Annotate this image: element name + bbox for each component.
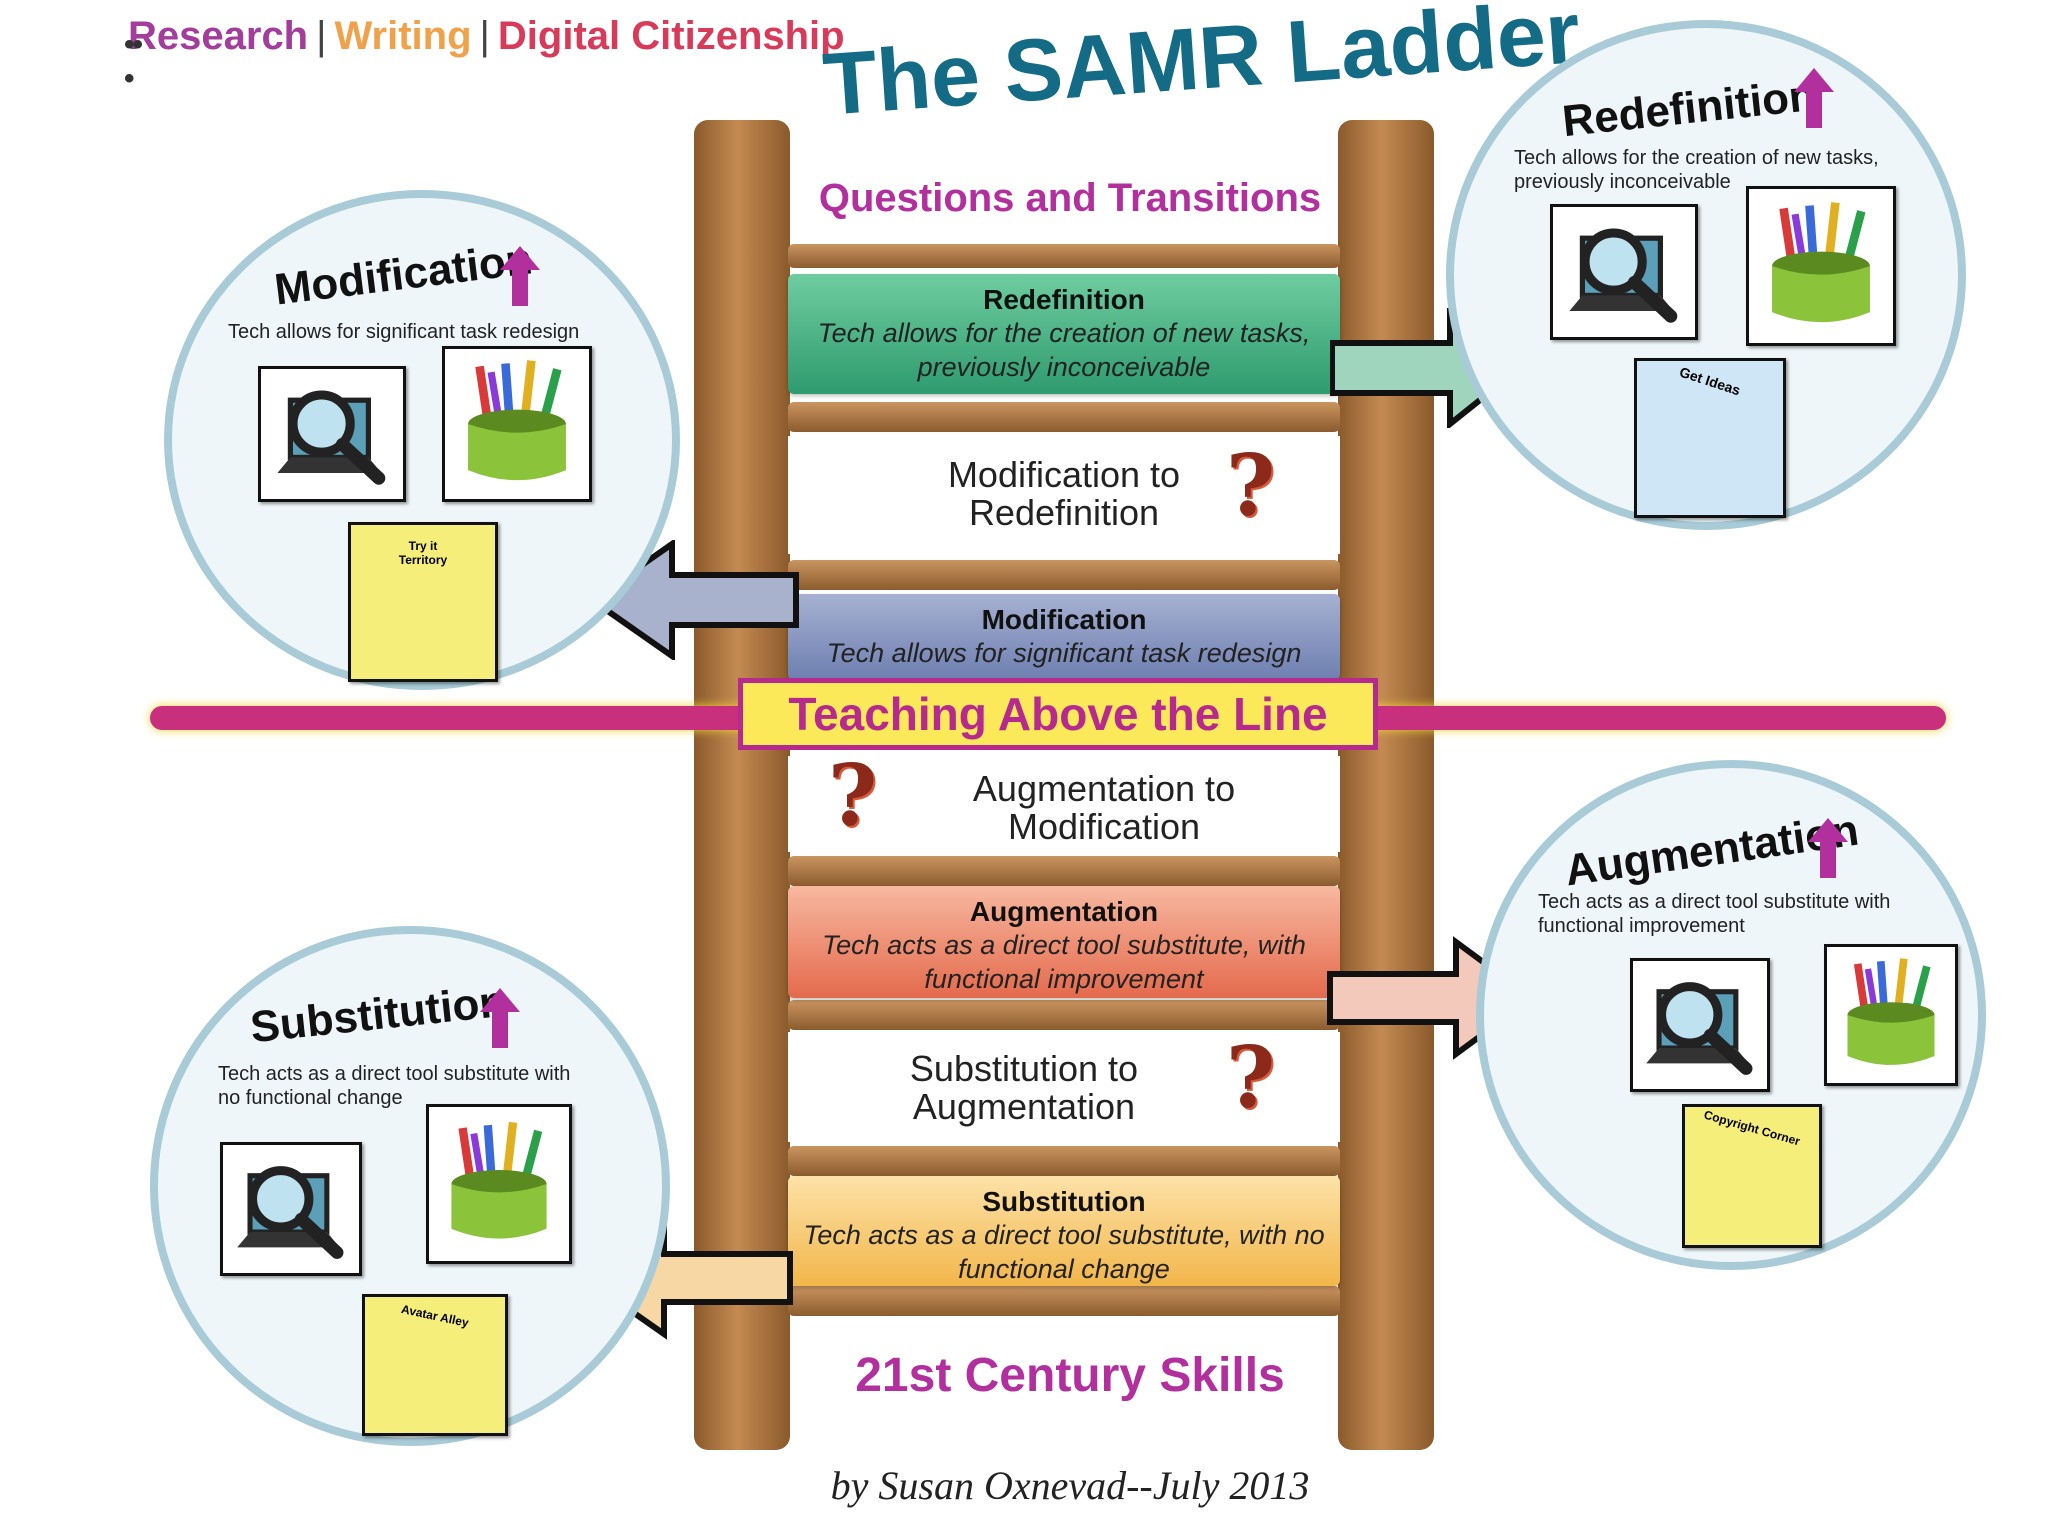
circle-title: Modification	[271, 234, 536, 315]
up-arrow-icon	[1808, 818, 1848, 878]
nav-separator: |	[316, 14, 327, 58]
try-it-territory-tile: Try it Territory	[348, 522, 498, 682]
circle-description: Tech acts as a direct tool substitute wi…	[218, 1063, 571, 1085]
tile-label: Avatar Alley	[400, 1302, 470, 1330]
transition-augmentation-to-modification: Augmentation to Modification ?	[788, 746, 1340, 852]
question-mark-icon: ?	[1226, 436, 1276, 535]
step-description: Tech allows for the creation of new task…	[817, 318, 1311, 348]
step-description: Tech allows for significant task redesig…	[826, 638, 1302, 668]
transition-text: Modification	[1007, 806, 1201, 847]
transition-text: Augmentation to	[972, 768, 1236, 809]
copyright-corner-tile: Copyright Corner	[1682, 1104, 1822, 1248]
top-nav: •• • Research|Writing|Digital Citizenshi…	[124, 14, 845, 95]
transition-text: Redefinition	[968, 492, 1160, 533]
step-description: functional change	[958, 1254, 1170, 1284]
step-description: functional improvement	[924, 964, 1204, 994]
step-description: previously inconceivable	[917, 352, 1211, 382]
ladder-left-rail	[694, 120, 790, 1450]
teaching-above-the-line-label: Teaching Above the Line	[738, 678, 1378, 750]
transition-modification-to-redefinition: Modification to Redefinition ?	[788, 436, 1340, 554]
ladder-rung	[788, 560, 1340, 590]
subtitle: Questions and Transitions	[818, 176, 1322, 220]
circle-substitution: Substitution Tech acts as a direct tool …	[150, 926, 670, 1446]
circle-redefinition: Redefinition Tech allows for the creatio…	[1446, 20, 1966, 530]
transition-text: Substitution to	[909, 1048, 1139, 1089]
up-arrow-icon	[480, 988, 520, 1048]
tile-label: Try it	[408, 539, 438, 553]
tile-label: Territory	[398, 553, 448, 567]
tile-label: Get Ideas	[1677, 363, 1743, 399]
magnifier-tile-icon	[258, 366, 406, 502]
question-mark-icon: ?	[1226, 1028, 1276, 1127]
step-description: Tech acts as a direct tool substitute, w…	[803, 1220, 1325, 1250]
ladder-rung	[788, 244, 1340, 268]
ladder-rung	[788, 1286, 1340, 1316]
pencil-cup-tile-icon	[1746, 186, 1896, 346]
step-title: Redefinition	[983, 284, 1145, 315]
magnifier-tile-icon	[220, 1142, 362, 1276]
circle-description: no functional change	[218, 1087, 403, 1109]
step-title: Modification	[981, 604, 1147, 635]
step-redefinition: Redefinition Tech allows for the creatio…	[788, 274, 1340, 394]
get-ideas-tile: Get Ideas	[1634, 358, 1786, 518]
circle-modification: Modification Tech allows for significant…	[164, 190, 680, 690]
author-credit: by Susan Oxnevad--July 2013	[830, 1463, 1310, 1508]
question-mark-icon: ?	[828, 746, 878, 845]
ladder-rung	[788, 1000, 1340, 1030]
pencil-cup-tile-icon	[442, 346, 592, 502]
circle-description: previously inconceivable	[1514, 171, 1731, 193]
up-arrow-icon	[500, 246, 540, 306]
up-arrow-icon	[1794, 68, 1834, 128]
step-title: Augmentation	[969, 896, 1159, 927]
nav-digital-citizenship-link[interactable]: Digital Citizenship	[497, 14, 845, 58]
page-title: The SAMR Ladder	[820, 0, 1583, 134]
circle-description: Tech allows for the creation of new task…	[1514, 147, 1879, 169]
circle-description: Tech allows for significant task redesig…	[228, 321, 580, 343]
magnifier-tile-icon	[1550, 204, 1698, 340]
bullet-dots-icon: •• •	[124, 28, 143, 95]
nav-writing-link[interactable]: Writing	[334, 14, 472, 58]
step-substitution: Substitution Tech acts as a direct tool …	[788, 1176, 1340, 1286]
avatar-alley-tile: Avatar Alley	[362, 1294, 508, 1436]
footer-title: 21st Century Skills	[855, 1349, 1285, 1402]
step-description: Tech acts as a direct tool substitute, w…	[822, 930, 1306, 960]
transition-text: Modification to	[947, 454, 1181, 495]
pencil-cup-tile-icon	[426, 1104, 572, 1264]
circle-title: Substitution	[248, 976, 509, 1053]
arrow-left-modification-icon	[586, 540, 799, 660]
transition-substitution-to-augmentation: Substitution to Augmentation ?	[788, 1028, 1340, 1142]
step-title: Substitution	[982, 1186, 1146, 1217]
ladder-rung	[788, 856, 1340, 886]
transition-text: Augmentation	[912, 1086, 1136, 1127]
nav-research-link[interactable]: Research	[128, 14, 309, 58]
pencil-cup-tile-icon	[1824, 944, 1958, 1086]
tile-label: Copyright Corner	[1702, 1107, 1802, 1149]
ladder-rung	[788, 1146, 1340, 1176]
circle-description: functional improvement	[1538, 915, 1745, 937]
circle-description: Tech acts as a direct tool substitute wi…	[1538, 891, 1891, 913]
circle-augmentation: Augmentation Tech acts as a direct tool …	[1476, 760, 1986, 1270]
step-modification: Modification Tech allows for significant…	[788, 594, 1340, 680]
ladder-rung	[788, 402, 1340, 432]
nav-separator: |	[479, 14, 490, 58]
magnifier-tile-icon	[1630, 958, 1770, 1092]
step-augmentation: Augmentation Tech acts as a direct tool …	[788, 886, 1340, 998]
circle-title: Redefinition	[1560, 70, 1819, 147]
